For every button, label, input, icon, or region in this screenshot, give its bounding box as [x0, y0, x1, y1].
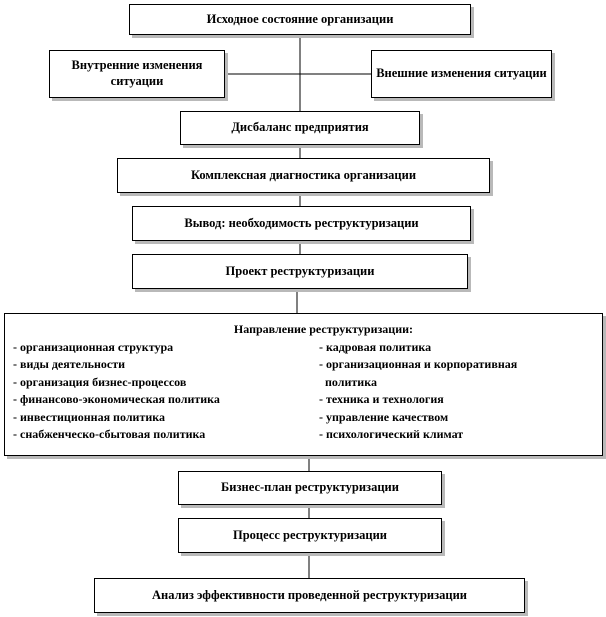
process-box: Процесс реструктуризации	[178, 518, 442, 553]
analysis-label: Анализ эффективности проведенной реструк…	[152, 587, 467, 602]
diagnostics-box: Комплексная диагностика организации	[117, 158, 490, 193]
directions-box: Направление реструктуризации: - организа…	[4, 313, 603, 456]
imbalance-label: Дисбаланс предприятия	[231, 120, 369, 135]
process-label: Процесс реструктуризации	[232, 527, 388, 542]
direction-item: - инвестиционная политика	[13, 409, 166, 424]
internal-changes-box: Внутренние изменения ситуации	[49, 50, 225, 98]
direction-item: - снабженческо-сбытовая политика	[13, 427, 206, 441]
directions-left-column: - организационная структура - виды деяте…	[13, 339, 220, 444]
direction-item: - организационная и корпоративная	[319, 357, 518, 371]
direction-item: - управление качеством	[319, 409, 449, 424]
business-plan-label: Бизнес-план реструктуризации	[221, 480, 399, 495]
project-box: Проект реструктуризации	[132, 254, 468, 289]
external-changes-label: Внешние изменения ситуации	[376, 66, 547, 81]
imbalance-box: Дисбаланс предприятия	[180, 111, 420, 145]
start-state-box: Исходное состояние организации	[129, 4, 471, 35]
conclusion-label: Вывод: необходимость реструктуризации	[184, 215, 419, 230]
conclusion-box: Вывод: необходимость реструктуризации	[132, 206, 471, 241]
start-state-label: Исходное состояние организации	[206, 11, 394, 26]
diagnostics-label: Комплексная диагностика организации	[190, 167, 417, 182]
business-plan-box: Бизнес-план реструктуризации	[178, 471, 442, 505]
external-changes-box: Внешние изменения ситуации	[371, 50, 552, 98]
directions-right-column: - кадровая политика - организационная и …	[319, 339, 517, 444]
direction-item: - кадровая политика	[319, 339, 432, 354]
direction-item: - финансово-экономическая политика	[13, 392, 220, 406]
directions-title: Направление реструктуризации:	[233, 322, 414, 336]
direction-item: - психологический климат	[319, 427, 464, 441]
direction-item: - виды деятельности	[13, 357, 126, 371]
directions-columns: - организационная структура - виды деяте…	[13, 339, 594, 449]
direction-item: - организационная структура	[13, 339, 174, 354]
direction-item: - техника и технология	[319, 392, 444, 406]
internal-changes-label: Внутренние изменения ситуации	[71, 58, 203, 88]
project-label: Проект реструктуризации	[225, 263, 375, 278]
direction-item: - организация бизнес-процессов	[13, 374, 187, 389]
direction-item: политика	[319, 374, 377, 389]
analysis-box: Анализ эффективности проведенной реструк…	[94, 578, 525, 613]
